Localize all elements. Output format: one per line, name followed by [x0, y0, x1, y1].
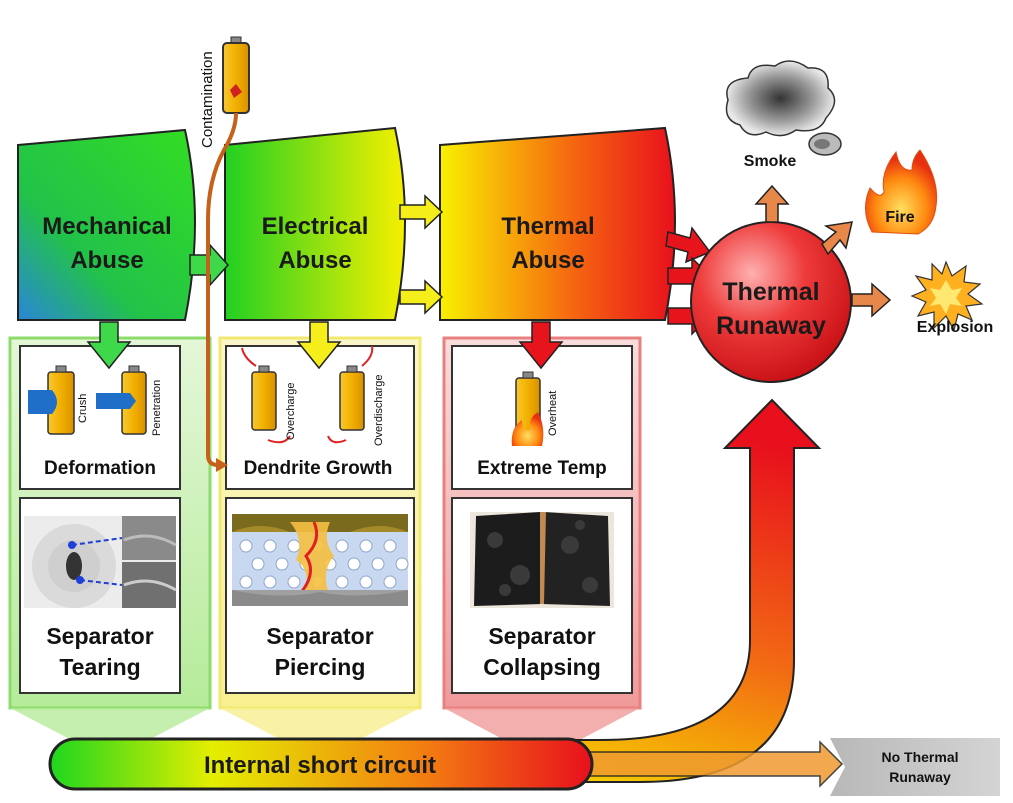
electrical-abuse-box — [224, 126, 406, 321]
no-runaway-arrow — [589, 740, 844, 788]
explosion-label: Explosion — [917, 319, 993, 336]
overdischarge-label: Overdischarge — [373, 374, 385, 446]
mechanical-abuse-label-2: Abuse — [70, 247, 143, 274]
electrical-abuse-label-1: Electrical — [262, 213, 369, 240]
flame-icon — [511, 412, 544, 446]
contamination-wire-arrowhead — [216, 458, 228, 472]
thermal-runaway-label-1: Thermal — [722, 278, 819, 306]
overheat-illustration: Overheat — [511, 371, 559, 446]
panel-thermal-chevron — [444, 708, 640, 760]
arrow-to-explosion — [851, 282, 892, 318]
no-runaway-box — [830, 738, 1000, 796]
separator-collapsing-image — [470, 512, 614, 608]
deformation-label: Deformation — [44, 458, 156, 479]
separator-collapsing-label-1: Separator — [488, 623, 595, 649]
no-runaway-label-2: Runaway — [889, 769, 951, 785]
overheat-label: Overheat — [547, 391, 559, 436]
arrow-therm-down — [518, 321, 564, 370]
separator-tearing-label-1: Separator — [46, 623, 153, 649]
thermal-abuse-label-2: Abuse — [511, 247, 584, 274]
overcharge-label: Overcharge — [285, 383, 297, 440]
arrow-to-smoke — [754, 184, 790, 223]
panel-electrical-chevron — [220, 708, 420, 760]
mechanical-abuse-label-1: Mechanical — [42, 213, 171, 240]
fire-icon — [865, 149, 938, 235]
thermal-abuse-box — [439, 126, 676, 321]
overdischarge-illustration: Overdischarge — [327, 345, 385, 446]
separator-collapsing-label-2: Collapsing — [483, 654, 601, 680]
extreme-temp-label: Extreme Temp — [477, 458, 607, 479]
separator-piercing-image — [232, 514, 409, 606]
arrow-elec-down — [296, 321, 342, 370]
panel-mechanical-chevron — [10, 708, 210, 760]
dendrite-growth-label: Dendrite Growth — [244, 458, 393, 479]
thermal-abuse-label-1: Thermal — [501, 213, 594, 240]
arrow-therm-to-runaway-1 — [665, 226, 712, 264]
separator-piercing-label-1: Separator — [266, 623, 373, 649]
arrow-to-fire — [821, 221, 853, 256]
mechanical-abuse-box — [17, 128, 196, 321]
contamination-wire — [206, 112, 238, 467]
penetration-label: Penetration — [151, 380, 163, 436]
separator-tearing-image — [24, 516, 177, 608]
crush-illustration: Crush — [28, 365, 89, 435]
no-runaway-label-1: No Thermal — [881, 749, 958, 765]
contamination-battery-icon — [222, 36, 250, 114]
arrow-elec-to-therm-top — [399, 194, 444, 230]
internal-short-circuit-bar — [48, 737, 594, 791]
smoke-cloud-icon — [725, 60, 842, 156]
thermal-runaway-label-2: Runaway — [716, 312, 826, 340]
electrical-abuse-label-2: Abuse — [278, 247, 351, 274]
crush-label: Crush — [77, 394, 89, 423]
separator-piercing-label-2: Piercing — [275, 654, 366, 680]
arrow-elec-to-therm-bottom — [399, 279, 444, 315]
smoke-label: Smoke — [744, 153, 797, 170]
contamination-label: Contamination — [199, 51, 216, 148]
separator-tearing-label-2: Tearing — [59, 654, 140, 680]
internal-short-circuit-label: Internal short circuit — [204, 752, 436, 779]
overcharge-illustration: Overcharge — [241, 347, 297, 444]
arrow-mech-down — [86, 321, 132, 370]
penetration-illustration: Penetration — [96, 365, 163, 436]
fire-label: Fire — [885, 209, 914, 226]
